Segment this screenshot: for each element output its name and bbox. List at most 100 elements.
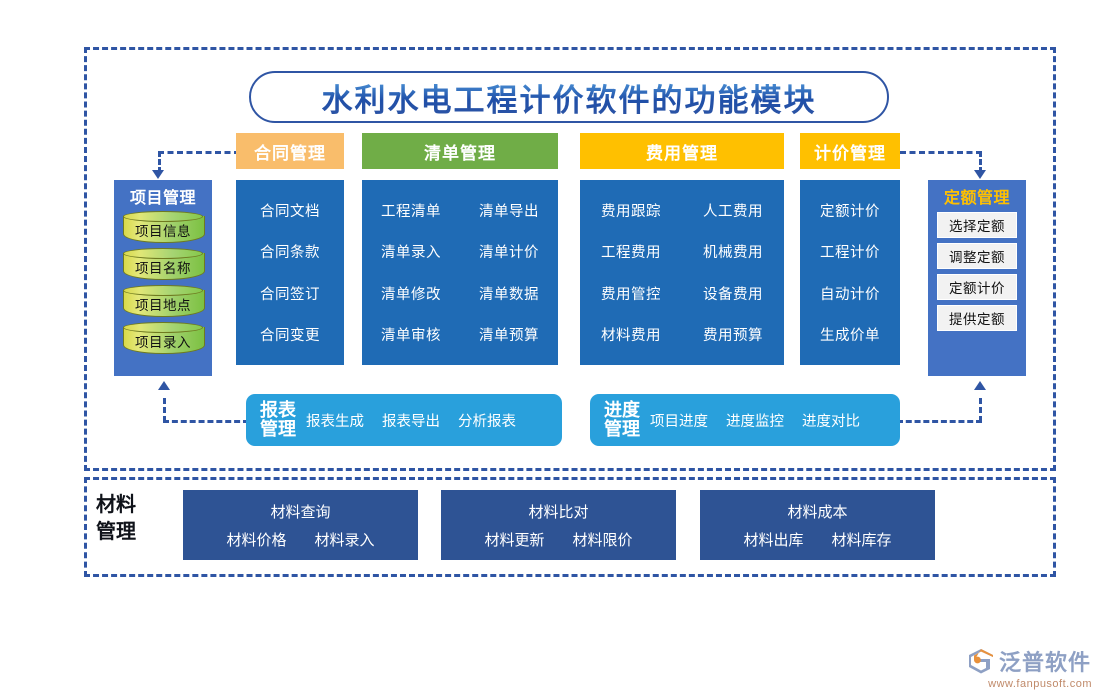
fanpu-logo-icon <box>969 649 993 674</box>
row-report-management: 报表 管理 报表生成 报表导出 分析报表 <box>246 394 562 446</box>
report-label-line1: 报表 <box>260 400 296 421</box>
list-item-cell[interactable]: 工程清单 <box>381 204 441 221</box>
progress-item[interactable]: 进度对比 <box>802 413 860 430</box>
logo-brand-text: 泛普软件 <box>999 650 1092 675</box>
connector-price-to-quota-horizontal <box>900 151 982 154</box>
arrow-into-project-bottom <box>158 381 170 390</box>
price-item[interactable]: 生成价单 <box>820 327 880 344</box>
quota-button[interactable]: 定额计价 <box>937 274 1017 300</box>
list-item[interactable]: 项目录入 <box>123 322 205 355</box>
panel-list-management: 工程清单 清单导出 清单录入 清单计价 清单修改 清单数据 清单审核 清单预算 <box>362 180 558 365</box>
contract-item[interactable]: 合同文档 <box>260 204 320 221</box>
row-progress-management: 进度 管理 项目进度 进度监控 进度对比 <box>590 394 900 446</box>
project-item-label: 项目地点 <box>135 298 191 313</box>
connector-price-to-quota-vertical <box>979 151 982 173</box>
list-item-cell[interactable]: 清单录入 <box>381 245 441 262</box>
quota-button[interactable]: 调整定额 <box>937 243 1017 269</box>
list-item[interactable]: 项目地点 <box>123 285 205 318</box>
material-sub-item[interactable]: 材料库存 <box>831 531 892 549</box>
contract-item[interactable]: 合同签订 <box>260 286 320 303</box>
progress-item[interactable]: 项目进度 <box>650 413 708 430</box>
list-item[interactable]: 项目信息 <box>123 211 205 244</box>
contract-item[interactable]: 合同条款 <box>260 245 320 262</box>
material-sub-item[interactable]: 材料价格 <box>226 531 287 549</box>
panel-project-management: 项目管理 项目信息 项目名称 项目地点 项目录入 <box>114 180 212 376</box>
header-price-management[interactable]: 计价管理 <box>800 133 900 169</box>
material-sub-item[interactable]: 材料录入 <box>314 531 375 549</box>
report-item[interactable]: 报表导出 <box>382 413 440 430</box>
material-label-line2: 管理 <box>96 521 136 543</box>
material-section-frame <box>84 477 1056 577</box>
progress-label-line2: 管理 <box>604 419 640 439</box>
header-list-management[interactable]: 清单管理 <box>362 133 558 169</box>
header-contract-management[interactable]: 合同管理 <box>236 133 344 169</box>
project-item-label: 项目信息 <box>135 224 191 239</box>
progress-management-label: 进度 管理 <box>590 401 646 439</box>
quota-management-title: 定额管理 <box>943 190 1010 207</box>
fee-item-cell[interactable]: 材料费用 <box>601 327 661 344</box>
material-group-title[interactable]: 材料比对 <box>528 503 589 521</box>
diagram-title-box: 水利水电工程计价软件的功能模块 <box>249 71 889 123</box>
material-sub-item[interactable]: 材料出库 <box>743 531 804 549</box>
fee-item-cell[interactable]: 工程费用 <box>601 245 661 262</box>
material-management-label: 材料 管理 <box>96 492 170 546</box>
material-group-box: 材料查询 材料价格 材料录入 <box>183 490 418 560</box>
material-sub-item[interactable]: 材料更新 <box>484 531 545 549</box>
cylinder-top-icon <box>123 211 203 222</box>
connector-contract-to-project-horizontal <box>158 151 240 154</box>
logo-url-text: www.fanpusoft.com <box>988 678 1092 690</box>
brand-logo: 泛普软件 www.fanpusoft.com <box>968 645 1092 693</box>
report-label-line2: 管理 <box>260 419 296 439</box>
report-management-label: 报表 管理 <box>246 401 302 439</box>
connector-report-to-project-vertical <box>163 398 166 422</box>
list-item-cell[interactable]: 清单审核 <box>381 327 441 344</box>
quota-button[interactable]: 选择定额 <box>937 212 1017 238</box>
price-item[interactable]: 自动计价 <box>820 286 880 303</box>
list-item-cell[interactable]: 清单计价 <box>479 245 539 262</box>
project-item-label: 项目名称 <box>135 261 191 276</box>
contract-item[interactable]: 合同变更 <box>260 327 320 344</box>
panel-fee-management: 费用跟踪 人工费用 工程费用 机械费用 费用管控 设备费用 材料费用 费用预算 <box>580 180 784 365</box>
progress-item[interactable]: 进度监控 <box>726 413 784 430</box>
report-item[interactable]: 报表生成 <box>306 413 364 430</box>
panel-contract-management: 合同文档 合同条款 合同签订 合同变更 <box>236 180 344 365</box>
header-fee-management[interactable]: 费用管理 <box>580 133 784 169</box>
fee-item-cell[interactable]: 费用管控 <box>601 286 661 303</box>
cylinder-top-icon <box>123 322 203 333</box>
material-label-line1: 材料 <box>96 494 136 516</box>
list-item-cell[interactable]: 清单预算 <box>479 327 539 344</box>
project-item-label: 项目录入 <box>135 335 191 350</box>
list-item-cell[interactable]: 清单修改 <box>381 286 441 303</box>
panel-price-management: 定额计价 工程计价 自动计价 生成价单 <box>800 180 900 365</box>
list-item-cell[interactable]: 清单数据 <box>479 286 539 303</box>
price-item[interactable]: 定额计价 <box>820 204 880 221</box>
material-group-box: 材料比对 材料更新 材料限价 <box>441 490 676 560</box>
fee-item-cell[interactable]: 设备费用 <box>703 286 763 303</box>
price-item[interactable]: 工程计价 <box>820 245 880 262</box>
fee-item-cell[interactable]: 费用跟踪 <box>601 204 661 221</box>
project-management-title: 项目管理 <box>129 190 196 207</box>
main-section-frame <box>84 47 1056 471</box>
fee-item-cell[interactable]: 人工费用 <box>703 204 763 221</box>
arrow-into-quota <box>974 170 986 179</box>
connector-contract-to-project-vertical <box>158 151 161 173</box>
material-sub-item[interactable]: 材料限价 <box>572 531 633 549</box>
fee-item-cell[interactable]: 费用预算 <box>703 327 763 344</box>
material-group-title[interactable]: 材料查询 <box>270 503 331 521</box>
connector-progress-to-quota-horizontal <box>897 420 982 423</box>
list-item-cell[interactable]: 清单导出 <box>479 204 539 221</box>
connector-report-to-project-horizontal <box>163 420 249 423</box>
cylinder-top-icon <box>123 285 203 296</box>
arrow-into-project <box>152 170 164 179</box>
material-group-title[interactable]: 材料成本 <box>787 503 848 521</box>
page-title: 水利水电工程计价软件的功能模块 <box>322 75 817 120</box>
report-item[interactable]: 分析报表 <box>458 413 516 430</box>
panel-quota-management: 定额管理 选择定额 调整定额 定额计价 提供定额 <box>928 180 1026 376</box>
arrow-into-quota-bottom <box>974 381 986 390</box>
fee-item-cell[interactable]: 机械费用 <box>703 245 763 262</box>
quota-button[interactable]: 提供定额 <box>937 305 1017 331</box>
progress-label-line1: 进度 <box>604 400 640 421</box>
list-item[interactable]: 项目名称 <box>123 248 205 281</box>
material-group-box: 材料成本 材料出库 材料库存 <box>700 490 935 560</box>
